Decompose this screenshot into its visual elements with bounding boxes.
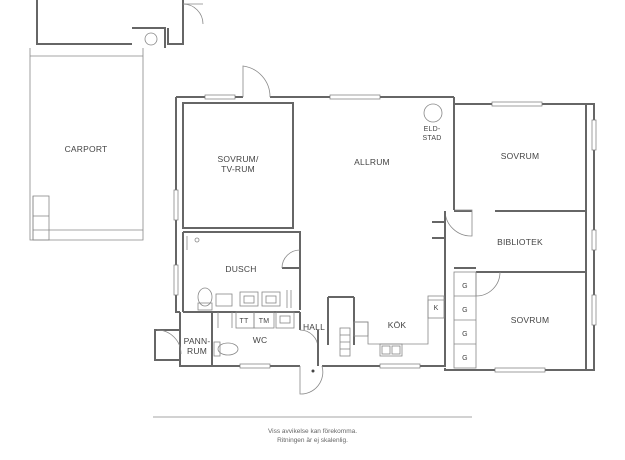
label-dusch: DUSCH (225, 264, 256, 274)
label-wc: WC (253, 335, 268, 345)
label-k: K (434, 305, 439, 312)
label-g-1: G (462, 283, 468, 290)
label-carport: CARPORT (65, 144, 108, 154)
label-pannrum-2: RUM (187, 346, 207, 356)
fireplace-icon (423, 103, 443, 123)
windows (173, 94, 597, 373)
carport-area (29, 48, 144, 241)
label-g-4: G (462, 355, 468, 362)
interior-walls (182, 102, 587, 370)
toilet-icon (197, 287, 213, 307)
label-kok: KÖK (388, 320, 407, 330)
label-sovrum-ne: SOVRUM (501, 151, 540, 161)
label-tm: TM (259, 318, 270, 325)
label-g-3: G (462, 331, 468, 338)
label-sovrum-tv-2: TV-RUM (221, 164, 255, 174)
label-bibliotek: BIBLIOTEK (497, 237, 543, 247)
disclaimer-line-2: Ritningen är ej skalenlig. (277, 437, 348, 444)
label-eldstad-2: STAD (423, 135, 442, 142)
label-sovrum-se: SOVRUM (511, 315, 550, 325)
label-g-2: G (462, 307, 468, 314)
fixtures (156, 103, 477, 395)
label-sovrum-tv-1: SOVRUM/ (217, 154, 259, 164)
outbuilding (36, 0, 204, 48)
label-eldstad-1: ELD- (424, 126, 441, 133)
label-pannrum-1: PANN- (184, 336, 211, 346)
appliance-labels: TT TM K G G G G (240, 283, 468, 362)
label-tt: TT (240, 318, 249, 325)
wc-toilet-icon (217, 342, 239, 356)
room-labels: CARPORT SOVRUM/ TV-RUM ALLRUM ELD- STAD … (65, 126, 550, 356)
disclaimer-line-1: Viss avvikelse kan förekomma. (267, 428, 358, 435)
label-allrum: ALLRUM (354, 157, 390, 167)
label-hall: HALL (303, 322, 325, 332)
